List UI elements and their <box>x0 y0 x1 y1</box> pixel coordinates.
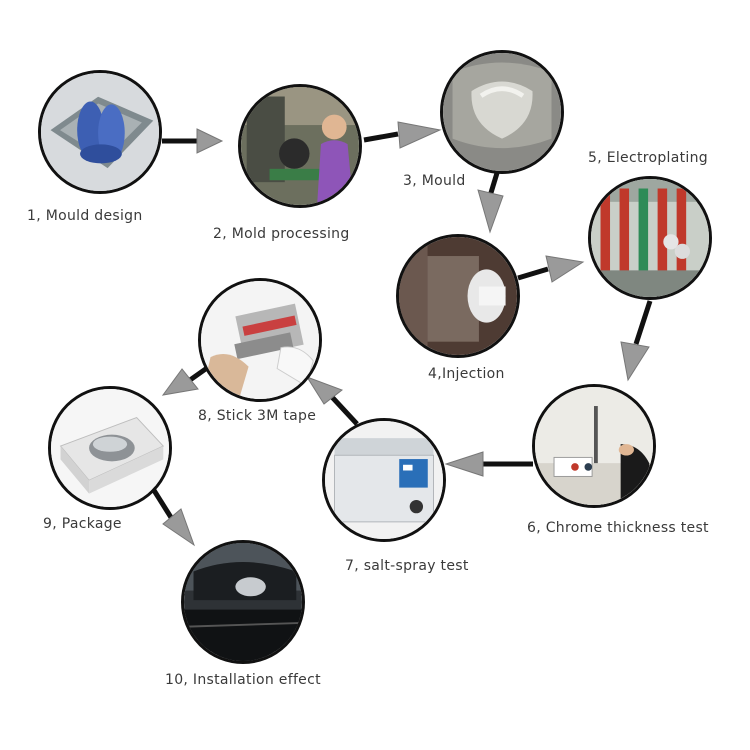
arrow-6-7 <box>444 451 484 477</box>
arrow-8-9 <box>161 368 199 396</box>
arrow-3-4 <box>477 189 504 234</box>
step-9-image <box>48 386 172 510</box>
step-4-label: 4,Injection <box>428 366 505 382</box>
step-5-image <box>588 176 712 300</box>
step-10-label: 10, Installation effect <box>165 672 321 688</box>
step-7-image <box>322 418 446 542</box>
step-1-label: 1, Mould design <box>27 208 143 224</box>
step-2-label: 2, Mold processing <box>213 226 350 242</box>
step-6-image <box>532 384 656 508</box>
step-3-image <box>440 50 564 174</box>
step-6-label: 6, Chrome thickness test <box>527 520 709 536</box>
step-4-image <box>396 234 520 358</box>
arrow-5-6 <box>620 341 650 382</box>
arrow-1-2 <box>196 128 224 154</box>
step-10-image <box>181 540 305 664</box>
step-3-label: 3, Mould <box>403 173 466 189</box>
step-2-image <box>238 84 362 208</box>
arrow-7-8 <box>305 376 344 405</box>
arrow-4-5 <box>545 255 585 283</box>
step-8-image <box>198 278 322 402</box>
arrow-9-10 <box>162 508 195 547</box>
step-5-label: 5, Electroplating <box>588 150 708 166</box>
step-7-label: 7, salt-spray test <box>345 558 469 574</box>
arrow-2-3 <box>397 121 442 149</box>
step-1-image <box>38 70 162 194</box>
step-9-label: 9, Package <box>43 516 122 532</box>
step-8-label: 8, Stick 3M tape <box>198 408 317 424</box>
